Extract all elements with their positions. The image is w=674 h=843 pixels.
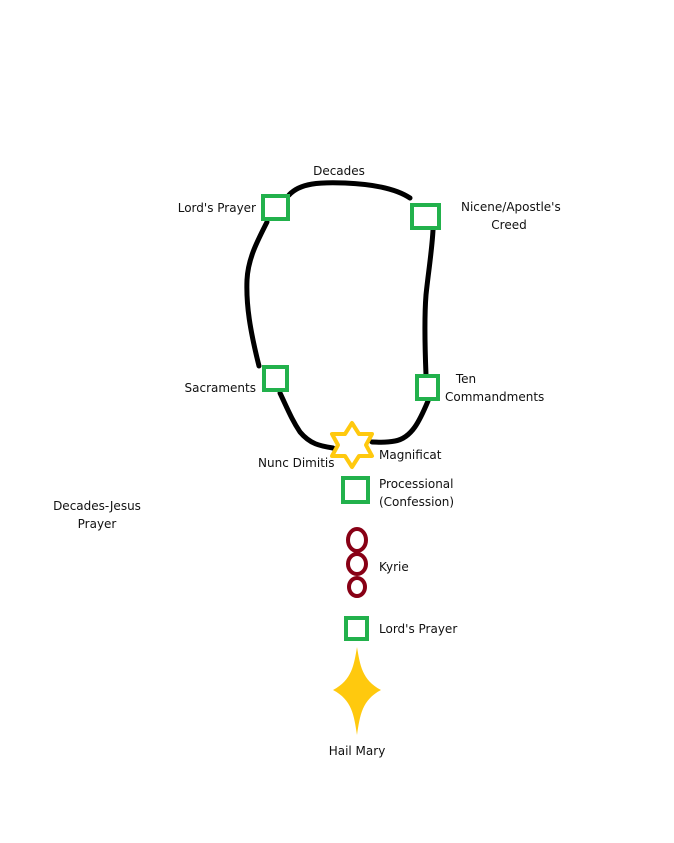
label-hail-mary: Hail Mary xyxy=(328,744,386,758)
label-lords-prayer-top: Lord's Prayer xyxy=(177,201,256,215)
label-ten-line1: Ten xyxy=(455,372,477,386)
decades-loop xyxy=(244,180,436,451)
bead-lords-prayer-top xyxy=(261,194,290,221)
label-decades: Decades xyxy=(313,164,365,178)
bead-processional xyxy=(341,476,370,504)
label-decades-jesus-line1: Decades-Jesus xyxy=(53,499,141,513)
kyrie-beads xyxy=(346,527,368,598)
bead-creed xyxy=(410,203,441,230)
kyrie-bead xyxy=(347,576,367,598)
four-point-star-icon xyxy=(333,647,381,735)
label-sacraments: Sacraments xyxy=(184,381,257,395)
label-creed-line2: Creed xyxy=(491,218,527,232)
six-point-star-icon xyxy=(330,421,374,469)
label-lords-prayer-bottom: Lord's Prayer xyxy=(379,622,458,636)
label-kyrie: Kyrie xyxy=(379,560,409,574)
label-processional-line1: Processional xyxy=(379,477,454,491)
label-processional-line2: (Confession) xyxy=(379,495,455,509)
label-nunc-dimitis: Nunc Dimitis xyxy=(258,456,335,470)
label-decades-jesus-line2: Prayer xyxy=(77,517,117,531)
label-ten-line2: Commandments xyxy=(445,390,545,404)
bead-sacraments xyxy=(262,365,289,392)
bead-ten-commandments xyxy=(415,374,440,401)
kyrie-bead xyxy=(346,527,368,553)
bead-lords-prayer-bottom xyxy=(344,616,369,641)
label-magnificat: Magnificat xyxy=(379,448,442,462)
kyrie-bead xyxy=(346,552,368,576)
label-creed-line1: Nicene/Apostle's xyxy=(461,200,561,214)
